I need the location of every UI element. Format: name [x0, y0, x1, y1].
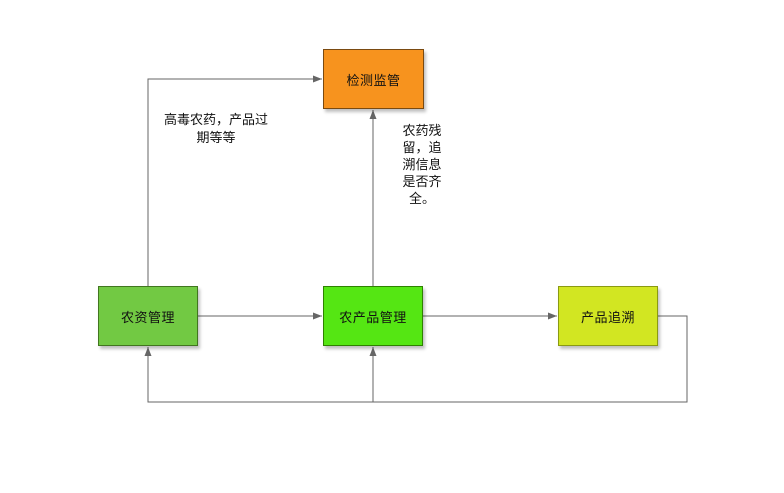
node-farm-input-label: 农资管理 [120, 309, 175, 325]
edge-label-pesticide-residue: 农药残留，追溯信息是否齐全。 [402, 123, 442, 206]
node-detection-supervision: 检测监管 [323, 49, 424, 109]
node-farm-product-label: 农产品管理 [339, 309, 407, 325]
edge-farm-input-to-detection [147, 75, 322, 286]
node-detection-label: 检测监管 [346, 72, 401, 88]
node-farm-product-mgmt: 农产品管理 [323, 286, 423, 346]
node-farm-input-mgmt: 农资管理 [98, 286, 198, 346]
node-product-trace: 产品追溯 [558, 286, 658, 346]
node-product-trace-label: 产品追溯 [580, 309, 635, 325]
edge-label-toxic-pesticide: 高毒农药，产品过期等等 [163, 112, 268, 145]
edge-trace-to-farm-input [144, 315, 688, 403]
